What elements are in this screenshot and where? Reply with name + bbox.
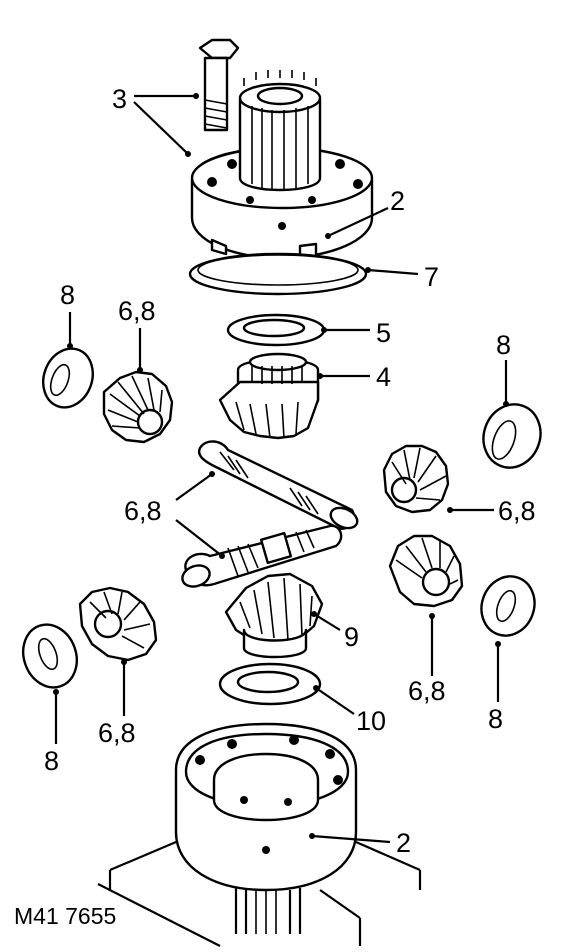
upper-side-gear <box>218 352 320 440</box>
callout-8-left-lower: 8 <box>44 746 59 776</box>
leader-lines <box>53 93 509 844</box>
left-lower-pinion-gear <box>78 586 158 662</box>
pinion-cross-shafts <box>181 440 359 588</box>
callout-10: 10 <box>356 706 386 736</box>
lower-differential-case <box>97 722 422 947</box>
callout-6-8-left-upper: 6,8 <box>118 296 156 326</box>
lower-side-gear-thrust-washer <box>218 662 322 706</box>
right-upper-pinion-gear <box>382 444 450 514</box>
figure-reference: M41 7655 <box>14 903 116 929</box>
case-bolt <box>198 38 240 132</box>
callout-3: 3 <box>112 84 127 114</box>
callout-8-right-upper: 8 <box>496 330 511 360</box>
callout-6-8-right-lower: 6,8 <box>408 676 446 706</box>
right-upper-pinion-washer <box>482 403 542 469</box>
callout-2-lower: 2 <box>396 828 411 858</box>
callout-8-right-lower: 8 <box>488 704 503 734</box>
callout-6-8-left-lower: 6,8 <box>98 718 136 748</box>
left-lower-pinion-washer <box>22 623 78 689</box>
callout-6-8-shafts: 6,8 <box>124 496 162 526</box>
thrust-ring <box>188 252 368 296</box>
callout-labels: 3 2 7 5 4 8 6,8 8 6,8 6,8 9 6,8 8 10 8 6… <box>14 84 536 929</box>
side-gear-thrust-washer <box>226 313 326 347</box>
left-upper-pinion-washer <box>42 347 94 409</box>
right-lower-pinion-gear <box>388 534 464 608</box>
lower-side-gear <box>224 572 324 659</box>
callout-4: 4 <box>376 362 391 392</box>
callout-2-upper: 2 <box>390 186 405 216</box>
callout-7: 7 <box>424 262 439 292</box>
right-lower-pinion-washer <box>480 575 536 637</box>
callout-5: 5 <box>376 318 391 348</box>
left-upper-pinion-gear <box>102 370 174 444</box>
callout-8-left-upper: 8 <box>60 280 75 310</box>
callout-9: 9 <box>344 622 359 652</box>
upper-differential-case <box>190 38 374 260</box>
callout-6-8-right-upper: 6,8 <box>498 496 536 526</box>
